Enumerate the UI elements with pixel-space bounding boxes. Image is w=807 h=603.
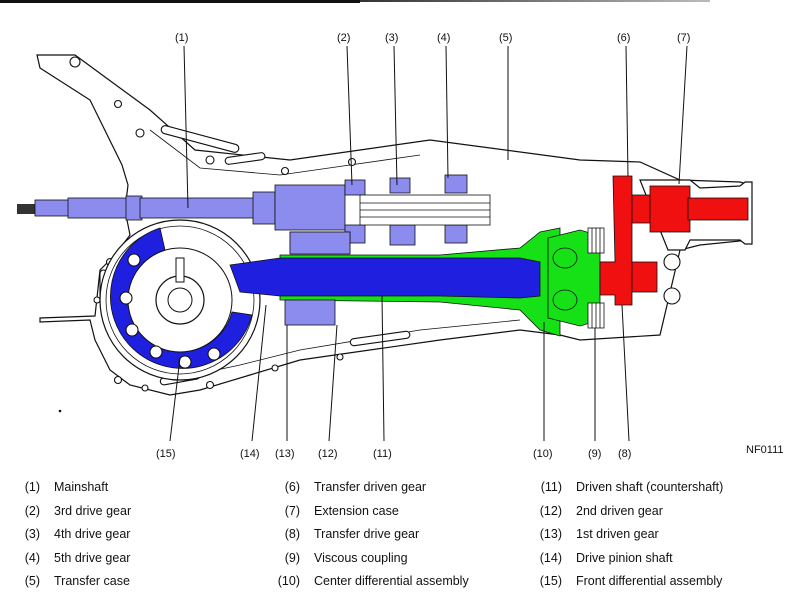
callouts-top: (1) (2) (3) (4) (5) (6) (7): [175, 32, 690, 209]
transfer-gears: [599, 175, 749, 306]
callout-1: (1): [175, 32, 188, 44]
front-differential-assembly: [99, 219, 261, 381]
mainshaft: [17, 174, 491, 253]
legend-item: (10) Center differential assembly: [270, 570, 469, 594]
legend-number: (14): [539, 550, 562, 565]
legend-column-1: (1) Mainshaft (2) 3rd drive gear (3) 4th dr…: [18, 476, 131, 594]
legend-label: Transfer driven gear: [314, 480, 427, 494]
legend-label: Mainshaft: [54, 480, 109, 494]
legend-item: (14) Drive pinion shaft: [532, 547, 723, 571]
scan-border-top: [0, 0, 360, 3]
legend-item: (7) Extension case: [270, 500, 469, 524]
legend-label: Transfer drive gear: [314, 527, 420, 541]
callout-13: (13): [275, 448, 295, 460]
center-differential-assembly: [547, 229, 601, 327]
callout-2: (2): [337, 32, 350, 44]
legend-label: 1st driven gear: [576, 527, 659, 541]
scan-border-top-fade: [360, 0, 710, 2]
legend-item: (1) Mainshaft: [18, 476, 131, 500]
callouts-bottom: (15) (14) (13) (12) (11) (10) (9) (8): [156, 295, 631, 460]
legend-number: (5): [24, 574, 40, 588]
legend-item: (5) Transfer case: [18, 570, 131, 594]
callout-3: (3): [385, 32, 398, 44]
legend-item: (3) 4th drive gear: [18, 523, 131, 547]
legend-label: 3rd drive gear: [54, 503, 132, 518]
legend-item: (12) 2nd driven gear: [532, 500, 723, 524]
legend-label: 5th drive gear: [54, 550, 131, 565]
callout-11: (11): [373, 448, 392, 460]
legend-number: (10): [277, 574, 300, 588]
callout-12: (12): [318, 448, 338, 460]
figure-id: NF0111: [746, 444, 784, 456]
viscous-coupling: [587, 227, 605, 329]
legend-label: Extension case: [314, 503, 399, 518]
transmission-cross-section: (1) (2) (3) (4) (5) (6) (7) (15) (14) (1…: [17, 32, 753, 460]
legend-item: (2) 3rd drive gear: [18, 500, 131, 524]
legend-number: (4): [24, 550, 40, 565]
callout-4: (4): [437, 32, 450, 44]
legend-item: (6) Transfer driven gear: [270, 476, 469, 500]
legend-label: Front differential assembly: [576, 574, 723, 588]
legend-number: (11): [540, 480, 562, 494]
callout-6: (6): [617, 32, 630, 44]
legend-number: (13): [539, 527, 562, 541]
legend-number: (1): [24, 480, 40, 494]
legend-number: (15): [539, 574, 562, 588]
callout-7: (7): [677, 32, 690, 44]
callout-9: (9): [588, 448, 601, 460]
callout-5: (5): [499, 32, 512, 44]
legend-number: (12): [539, 503, 562, 518]
legend-number: (8): [284, 527, 300, 541]
legend-label: Drive pinion shaft: [576, 550, 673, 565]
legend-number: (2): [24, 503, 40, 518]
legend-label: Transfer case: [54, 574, 130, 588]
legend-number: (9): [284, 550, 300, 565]
legend-label: Viscous coupling: [314, 550, 408, 565]
legend-item: (9) Viscous coupling: [270, 547, 469, 571]
legend-item: (8) Transfer drive gear: [270, 523, 469, 547]
legend-item: (4) 5th drive gear: [18, 547, 131, 571]
legend-label: 4th drive gear: [54, 527, 131, 541]
legend-number: (6): [284, 480, 300, 494]
legend-column-3: (11) Driven shaft (countershaft) (12) 2nd …: [532, 476, 724, 594]
callout-14: (14): [240, 448, 260, 460]
legend-label: 2nd driven gear: [576, 503, 663, 518]
legend-column-2: (6) Transfer driven gear (7) Extension cas…: [270, 476, 469, 594]
legend-label: Driven shaft (countershaft): [576, 480, 724, 494]
legend-item: (15) Front differential assembly: [532, 570, 723, 594]
callout-10: (10): [533, 448, 553, 460]
legend-number: (7): [284, 503, 300, 518]
legend-item: (13) 1st driven gear: [532, 523, 723, 547]
scan-speck: [58, 409, 62, 413]
legend-label: Center differential assembly: [314, 574, 469, 588]
legend-item: (11) Driven shaft (countershaft): [532, 476, 724, 500]
legend-number: (3): [24, 527, 40, 541]
driven-shaft-countershaft: [229, 227, 561, 337]
callout-15: (15): [156, 448, 176, 460]
callout-8: (8): [618, 448, 631, 460]
